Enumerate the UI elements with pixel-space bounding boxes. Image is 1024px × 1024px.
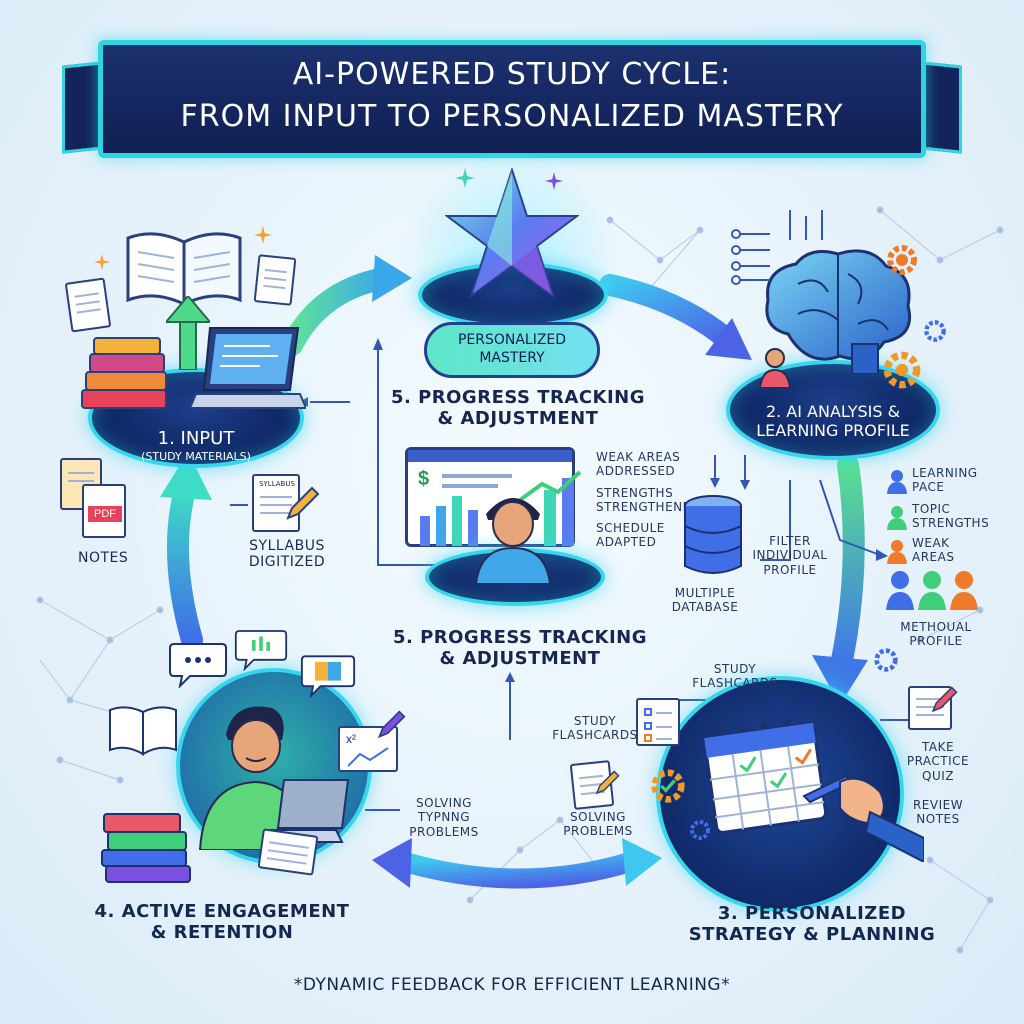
mastery-pill: Personalized Mastery bbox=[424, 322, 600, 378]
practice-quiz-label: Take practice quiz bbox=[906, 740, 970, 783]
formula-card-icon: x² bbox=[338, 726, 398, 772]
dollar-icon: $ bbox=[418, 468, 430, 490]
dashboard-line bbox=[442, 474, 512, 478]
gear-icon bbox=[651, 769, 685, 803]
gear-icon bbox=[883, 351, 921, 389]
flashcard-checklist-icon bbox=[636, 698, 680, 746]
person-icon bbox=[474, 498, 552, 584]
flashcards-top-label: Study flashcards bbox=[692, 662, 778, 691]
up-arrow-icon bbox=[166, 296, 210, 370]
writing-hand-icon bbox=[802, 774, 924, 862]
input-stage-label: 1. Input (Study Materials) bbox=[104, 428, 288, 463]
syllabus-document-icon: Syllabus bbox=[252, 474, 300, 532]
progress-heading-bottom: 5. Progress Tracking & Adjustment bbox=[392, 627, 648, 669]
gear-icon bbox=[924, 320, 946, 342]
title-line-2: From Input to Personalized Mastery bbox=[180, 99, 844, 134]
bar-chart-icon bbox=[420, 470, 582, 546]
pdf-badge: PDF bbox=[88, 506, 122, 522]
dashboard-bullet-strengths: Strengths strengthened bbox=[596, 486, 701, 515]
person-icon bbox=[887, 470, 907, 494]
document-icon bbox=[253, 254, 297, 306]
profile-item-weak: Weak areas bbox=[912, 536, 955, 565]
profile-item-pace: Learning pace bbox=[912, 466, 978, 495]
review-notes-label: Review notes bbox=[912, 798, 964, 827]
book-icon bbox=[126, 232, 242, 307]
person-icon bbox=[887, 506, 907, 530]
strategy-heading: 3. Personalized Strategy & Planning bbox=[688, 903, 936, 945]
group-people-icon bbox=[886, 571, 978, 610]
brain-icon bbox=[765, 249, 911, 374]
notes-label: Notes bbox=[78, 550, 129, 566]
document-icon bbox=[64, 277, 112, 333]
book-stack-icon bbox=[81, 337, 167, 409]
syllabus-caption: Syllabus digitized bbox=[248, 538, 326, 571]
worksheet-icon bbox=[257, 828, 319, 876]
chat-book-icon bbox=[300, 655, 356, 699]
sparkle-icon bbox=[455, 168, 475, 188]
footer-note: *Dynamic feedback for efficient learning… bbox=[293, 975, 731, 995]
input-stage-title: 1. Input bbox=[157, 428, 235, 449]
sparkle-icon bbox=[94, 254, 110, 270]
multiple-database-text: Multiple database bbox=[671, 586, 739, 615]
gear-icon bbox=[874, 648, 898, 672]
title-banner: AI-Powered Study Cycle: From Input to Pe… bbox=[98, 40, 926, 158]
methodual-profile-text: Methoual profile bbox=[900, 620, 972, 649]
calendar-icon bbox=[703, 718, 828, 834]
filter-profile-text: Filter individual profile bbox=[752, 534, 828, 577]
chat-bubble-icon bbox=[234, 630, 288, 672]
sparkle-icon bbox=[545, 172, 563, 190]
dashboard-bullet-weak: Weak areas addressed bbox=[596, 450, 681, 479]
typing-problems-label: Solving typnng problems bbox=[409, 796, 479, 839]
open-book-icon bbox=[109, 706, 177, 756]
input-stage-subtitle: (Study Materials) bbox=[141, 449, 251, 463]
book-stack-icon bbox=[101, 813, 191, 883]
engagement-heading: 4. Active Engagement & Retention bbox=[94, 901, 350, 943]
database-icon bbox=[684, 495, 742, 574]
star-crystal-icon bbox=[445, 168, 579, 299]
gear-icon bbox=[690, 820, 710, 840]
pencil-icon bbox=[377, 710, 406, 739]
analysis-platform bbox=[726, 360, 940, 460]
pdf-document-icon: PDF bbox=[82, 484, 126, 538]
dashboard-header bbox=[408, 450, 572, 462]
quiz-document-icon bbox=[908, 686, 952, 730]
dashboard-line bbox=[442, 484, 498, 488]
dashboard-bullet-schedule: Schedule adapted bbox=[596, 521, 665, 550]
chat-bubble-icon bbox=[169, 643, 227, 688]
analysis-stage-label: 2. AI Analysis & Learning Profile bbox=[756, 402, 910, 441]
pencil-icon bbox=[286, 486, 320, 520]
title-line-1: AI-Powered Study Cycle: bbox=[292, 57, 732, 92]
sparkle-icon bbox=[254, 226, 272, 244]
syllabus-doc-title: Syllabus bbox=[259, 480, 295, 488]
gear-icon bbox=[887, 245, 917, 275]
analyst-person-icon bbox=[758, 348, 792, 388]
person-icon bbox=[887, 540, 907, 564]
pencil-icon bbox=[931, 686, 958, 713]
pencil-icon bbox=[595, 770, 620, 795]
laptop-icon bbox=[190, 327, 306, 409]
flashcards-left-label: Study flashcards bbox=[552, 714, 638, 743]
progress-heading-top: 5. Progress Tracking & Adjustment bbox=[390, 387, 646, 429]
mastery-pill-text: Personalized Mastery bbox=[457, 332, 567, 367]
solving-problems-label: Solving problems bbox=[563, 810, 633, 839]
circuit-lines-icon bbox=[731, 210, 823, 285]
profile-item-strengths: Topic strengths bbox=[912, 502, 990, 531]
